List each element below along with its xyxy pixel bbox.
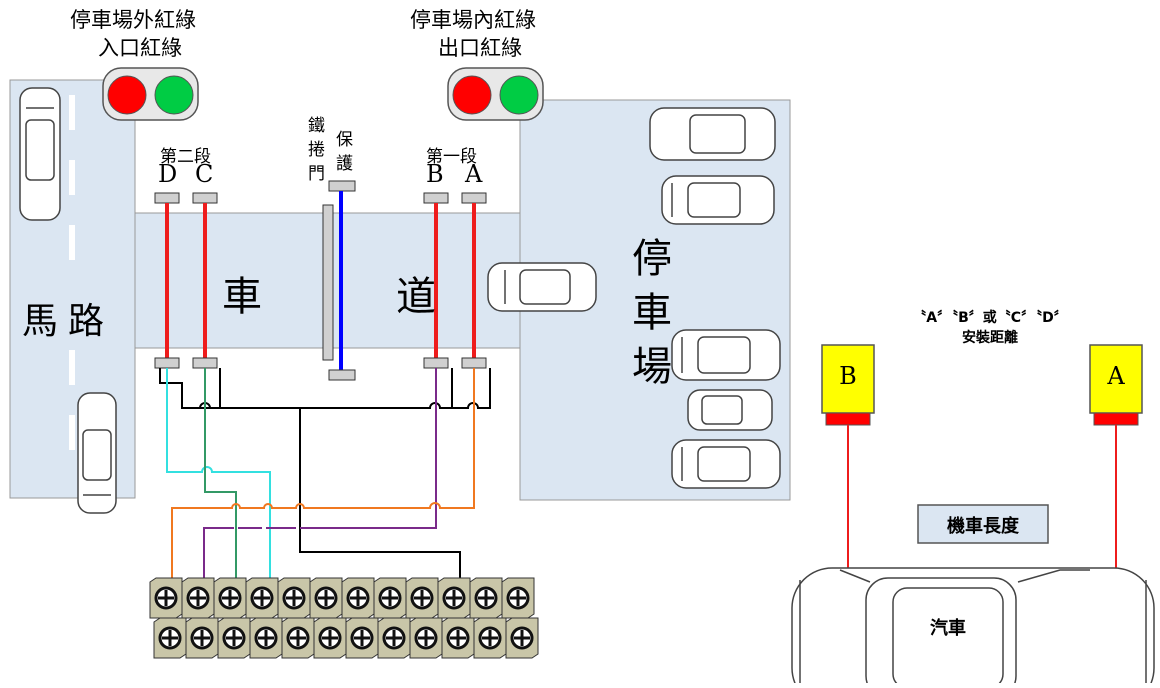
- label-sensor-a: A: [465, 160, 483, 188]
- wire-cyan: [166, 368, 271, 588]
- car-icon-topview: [791, 567, 1155, 688]
- screw-terminal-icon: [409, 617, 443, 659]
- label-exit-line2: 出口紅綠: [438, 36, 522, 60]
- label-prot-char2: 護: [336, 154, 353, 174]
- screw-terminal-icon: [473, 617, 507, 659]
- car-icon-lot-3: [671, 329, 781, 381]
- screw-terminal-icon: [149, 577, 183, 619]
- label-lane-right: 道: [396, 274, 436, 320]
- screw-terminal-icon: [405, 577, 439, 619]
- label-section-second: 第二段: [160, 147, 211, 167]
- label-lot-char3: 場: [632, 344, 672, 390]
- wire-green: [204, 368, 237, 588]
- green-light-icon: [154, 75, 194, 115]
- sensor-loop-a: [461, 192, 487, 369]
- motorcycle-length-box: [917, 504, 1049, 544]
- traffic-light-entrance: [102, 67, 199, 121]
- screw-terminal-icon: [345, 617, 379, 659]
- screw-terminal-icon: [469, 577, 503, 619]
- label-prot-char1: 保: [336, 130, 353, 150]
- label-lot-char2: 車: [632, 290, 672, 336]
- terminal-block: [149, 577, 539, 659]
- screw-terminal-icon: [249, 617, 283, 659]
- screw-terminal-icon: [505, 617, 539, 659]
- car-icon-lot-5: [671, 439, 781, 489]
- green-light-icon: [499, 75, 539, 115]
- screw-terminal-icon: [245, 577, 279, 619]
- label-roller-door: 鐵 捲 門: [308, 114, 328, 186]
- label-sensor-d: D: [158, 160, 178, 188]
- motorcycle-length-label: 機車長度: [947, 516, 1019, 537]
- car-icon-lot-1: [649, 107, 776, 161]
- screw-terminal-icon: [313, 617, 347, 659]
- label-door-char3: 門: [308, 164, 325, 184]
- screw-terminal-icon: [213, 577, 247, 619]
- screw-terminal-icon: [341, 577, 375, 619]
- label-exit-line1: 停車場內紅綠: [410, 8, 536, 32]
- label-parking-lot: 停 車 場: [632, 232, 682, 394]
- label-section-first: 第一段: [426, 147, 477, 167]
- red-light-icon: [107, 75, 147, 115]
- car-icon-road-bottom: [77, 392, 117, 514]
- screw-terminal-icon: [501, 577, 535, 619]
- sensor-b-label: B: [839, 362, 857, 390]
- label-sensor-c: C: [195, 160, 214, 188]
- screw-terminal-icon: [181, 577, 215, 619]
- label-protection: 保 護: [336, 128, 356, 176]
- screw-terminal-icon: [309, 577, 343, 619]
- sensor-loop-c: [192, 192, 218, 369]
- screw-terminal-icon: [281, 617, 315, 659]
- car-label: 汽車: [930, 618, 966, 639]
- car-icon-driveway: [487, 262, 597, 312]
- screw-terminal-icon: [217, 617, 251, 659]
- screw-terminal-icon: [185, 617, 219, 659]
- red-light-icon: [452, 75, 492, 115]
- wire-orange: [171, 368, 475, 588]
- sensor-a-label: A: [1107, 362, 1125, 390]
- traffic-light-exit: [447, 67, 544, 121]
- label-entrance-line2: 入口紅綠: [98, 36, 182, 60]
- screw-terminal-icon: [441, 617, 475, 659]
- label-install-distance: 〝A〞〝B〞或〝C〞〝D〞 安裝距離: [860, 308, 1120, 348]
- screw-terminal-icon: [377, 617, 411, 659]
- screw-terminal-icon: [153, 617, 187, 659]
- sensor-b-box: [821, 344, 875, 683]
- wire-purple: [203, 368, 437, 588]
- label-sensor-b: B: [426, 160, 444, 188]
- label-road: 馬路: [22, 301, 115, 342]
- label-install-line1: 〝A〞〝B〞或〝C〞〝D〞: [912, 310, 1068, 326]
- screw-terminal-icon: [277, 577, 311, 619]
- car-icon-road-top: [19, 87, 61, 221]
- label-entrance-line1: 停車場外紅綠: [70, 8, 196, 32]
- label-lot-char1: 停: [632, 236, 672, 282]
- door-protection-loop: [328, 180, 356, 381]
- label-install-line2: 安裝距離: [962, 330, 1018, 346]
- car-icon-lot-4: [687, 389, 773, 431]
- car-icon-lot-2: [661, 175, 775, 225]
- label-door-char1: 鐵: [308, 116, 325, 136]
- label-entrance-lights: 停車場外紅綠 入口紅綠: [70, 6, 280, 62]
- wire-black-common: [159, 368, 491, 588]
- screw-terminal-icon: [437, 577, 471, 619]
- roller-door: [322, 204, 334, 361]
- sensor-loop-d: [154, 192, 180, 369]
- label-exit-lights: 停車場內紅綠 出口紅綠: [410, 6, 620, 62]
- label-lane-left: 車: [222, 274, 262, 320]
- label-door-char2: 捲: [308, 140, 325, 160]
- screw-terminal-icon: [373, 577, 407, 619]
